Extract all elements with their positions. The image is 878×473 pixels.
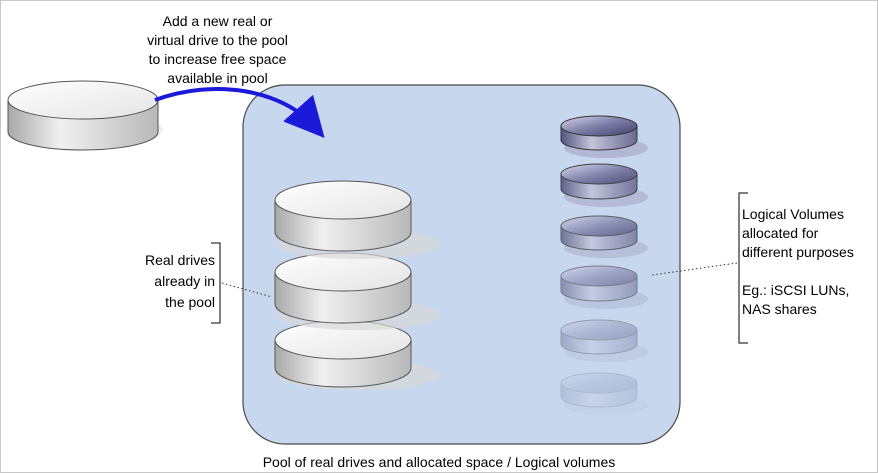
real-drives-leader	[221, 282, 273, 298]
logical-volumes-bracket	[738, 192, 748, 344]
real-drive-3	[274, 320, 440, 390]
logical-volume-5	[560, 319, 648, 362]
real-drive-1	[274, 180, 440, 259]
logical-volumes-label: Logical Volumes allocated for different …	[742, 206, 854, 317]
logical-volume-1	[560, 115, 648, 158]
real-drives-label: Real drives already in the pool	[144, 252, 215, 310]
new-drive-icon	[7, 80, 163, 151]
logical-volume-4	[560, 265, 648, 309]
real-drives-bracket	[211, 242, 221, 324]
diagram-caption: Pool of real drives and allocated space …	[262, 454, 616, 470]
logical-volume-6	[560, 372, 648, 415]
logical-volume-3	[560, 215, 648, 258]
add-drive-label: Add a new real or virtual drive to the p…	[147, 13, 288, 86]
add-drive-arrow	[154, 86, 325, 138]
real-drive-2	[274, 252, 440, 330]
logical-volume-2	[560, 163, 648, 207]
